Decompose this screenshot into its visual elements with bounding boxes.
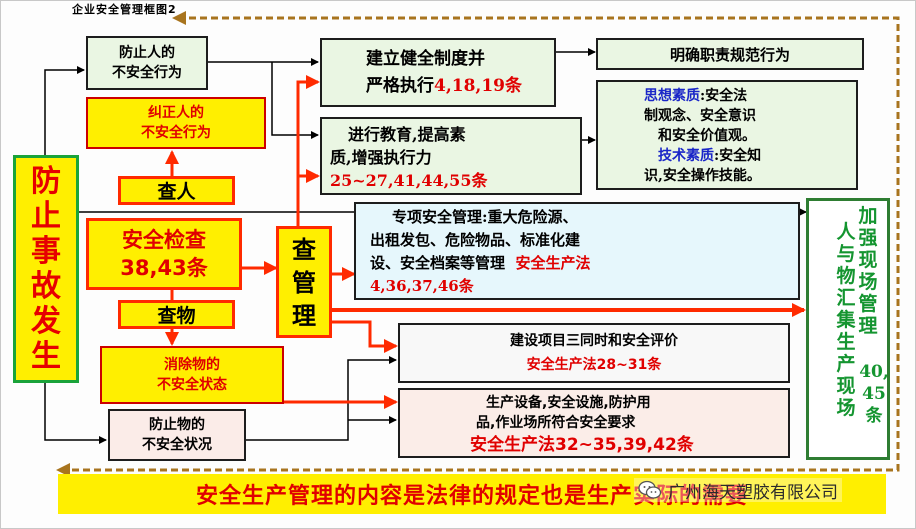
line-pillar-to-prevent-human: [44, 66, 85, 155]
right-pillar-char: 与: [836, 243, 856, 265]
check-management-char: 查: [292, 234, 316, 264]
production-equipment-box: 生产设备,安全设施,防护用 品,作业场所符合安全要求 安全生产法32~35,39…: [398, 388, 790, 458]
left-pillar-char: 止: [31, 199, 61, 234]
right-pillar-char: 40,: [859, 362, 889, 382]
right-pillar-char: 人: [836, 221, 856, 243]
right-pillar-char: 条: [865, 406, 883, 426]
eliminate-object-line2: 不安全状态: [157, 377, 227, 393]
left-pillar-char: 事: [31, 234, 61, 269]
project-articles: 安全生产法28~31条: [526, 357, 662, 373]
ideology-quality-label: 思想素质: [644, 88, 700, 104]
system-articles: 4,18,19条: [434, 76, 522, 96]
red-arrow-management-to-project: [332, 320, 398, 353]
establish-system-box: 建立健全制度并 严格执行4,18,19条: [320, 38, 556, 107]
right-pillar-char: 45: [862, 384, 886, 404]
footer-banner: 安全生产管理的内容是法律的规定也是生产实际的需要: [58, 474, 886, 514]
left-pillar-char: 发: [31, 304, 61, 339]
right-pillar-char: 管: [858, 293, 878, 315]
right-pillar-char: 加: [858, 205, 878, 227]
right-pillar-char: 汇: [836, 287, 856, 309]
construction-project-box: 建设项目三同时和安全评价 安全生产法28~31条: [398, 323, 790, 383]
right-pillar-char: 物: [836, 265, 856, 287]
system-line1: 建立健全制度并: [366, 49, 485, 69]
right-pillar-char: 集: [836, 309, 856, 331]
right-pillar-char: 场: [858, 271, 878, 293]
feedback-loop-dashed: [60, 16, 900, 472]
equipment-line2: 品,作业场所符合安全要求: [476, 415, 636, 431]
system-line2-text: 严格执行: [366, 76, 434, 96]
strengthen-site-management-pillar: 加 强 现 场 管 理 人 与 物 汇 集 生 产 现 场 40, 45 条: [806, 198, 890, 460]
special-safety-management-box: 专项安全管理:重大危险源、 出租发包、危险物品、标准化建 设、安全档案等管理 安…: [354, 202, 800, 300]
special-line1: 专项安全管理:重大危险源、: [392, 208, 578, 226]
watermark: 广州海天塑胶有限公司: [634, 478, 842, 503]
eliminate-object-unsafe-state-box: 消除物的 不安全状态: [100, 346, 284, 404]
project-line1: 建设项目三同时和安全评价: [510, 333, 678, 349]
prevent-human-line2: 不安全行为: [112, 65, 182, 81]
feedback-loop-arrowhead-bottom: [56, 463, 70, 477]
ideology-quality-text-c: 和安全价值观。: [658, 128, 756, 144]
check-people-label: 查人: [157, 181, 196, 203]
right-pillar-char: 现: [858, 249, 878, 271]
line-object-to-project: [245, 356, 397, 441]
right-pillar-char: 场: [836, 397, 856, 419]
special-law-name: 安全生产法: [515, 254, 591, 272]
technical-quality-text-b: 识,安全操作技能。: [644, 168, 761, 184]
quality-box: 思想素质:安全法 制观念、安全意识 和安全价值观。 技术素质:安全知 识,安全操…: [596, 80, 858, 190]
right-pillar-char: 产: [836, 353, 856, 375]
right-pillar-char: 现: [836, 375, 856, 397]
feedback-loop-arrowhead-top: [172, 11, 186, 25]
check-objects-box: 查物: [118, 300, 235, 329]
eliminate-object-line1: 消除物的: [164, 357, 220, 373]
right-pillar-char: 强: [858, 227, 878, 249]
define-duties-box: 明确职责规范行为: [596, 38, 864, 70]
inspection-line2: 38,43条: [120, 256, 208, 280]
watermark-text: 广州海天塑胶有限公司: [668, 482, 838, 503]
ideology-quality-text-a: :安全法: [700, 88, 748, 104]
prevent-human-unsafe-behavior-box: 防止人的 不安全行为: [86, 36, 208, 90]
special-line2: 出租发包、危险物品、标准化建: [370, 231, 581, 249]
ideology-quality-text-b: 制观念、安全意识: [644, 108, 756, 124]
check-management-char: 理: [292, 300, 316, 330]
safety-inspection-box: 安全检查 38,43条: [86, 218, 242, 290]
prevent-object-line2: 不安全状况: [142, 437, 212, 453]
equipment-articles: 安全生产法32~35,39,42条: [470, 435, 694, 455]
check-management-box: 查 管 理: [276, 226, 332, 338]
inspection-line1: 安全检查: [122, 228, 206, 252]
education-box: 进行教育,提高素 质,增强执行力 25~27,41,44,55条: [320, 117, 582, 195]
left-pillar-prevent-accidents: 防 止 事 故 发 生: [13, 155, 79, 383]
duties-label: 明确职责规范行为: [669, 45, 790, 64]
prevent-human-line1: 防止人的: [119, 45, 175, 61]
red-arrow-management-up: [296, 75, 320, 226]
correct-human-line2: 不安全行为: [141, 125, 211, 141]
technical-quality-text-a: :安全知: [714, 148, 762, 164]
special-articles: 4,36,37,46条: [370, 277, 474, 295]
prevent-object-unsafe-condition-box: 防止物的 不安全状况: [108, 409, 246, 461]
education-articles: 25~27,41,44,55条: [330, 171, 488, 190]
left-pillar-char: 防: [31, 164, 61, 199]
prevent-object-line1: 防止物的: [149, 417, 205, 433]
wechat-icon: [638, 480, 662, 499]
education-line1: 进行教育,提高素: [348, 125, 466, 144]
right-pillar-char: 理: [858, 315, 878, 337]
correct-human-unsafe-behavior-box: 纠正人的 不安全行为: [86, 97, 266, 149]
left-pillar-char: 生: [31, 339, 61, 374]
education-line2: 质,增强执行力: [330, 148, 432, 167]
check-objects-label: 查物: [157, 305, 196, 327]
correct-human-line1: 纠正人的: [148, 105, 204, 121]
check-management-char: 管: [292, 267, 316, 297]
left-pillar-char: 故: [31, 269, 61, 304]
page-title: 企业安全管理框图2: [72, 3, 177, 16]
technical-quality-label: 技术素质: [658, 148, 714, 164]
equipment-line1: 生产设备,安全设施,防护用: [486, 395, 651, 411]
right-pillar-char: 生: [836, 331, 856, 353]
line-human-to-education: [271, 62, 319, 139]
special-line3: 设、安全档案等管理: [370, 254, 506, 272]
line-pillar-to-prevent-object: [44, 382, 107, 444]
check-people-box: 查人: [118, 176, 235, 205]
